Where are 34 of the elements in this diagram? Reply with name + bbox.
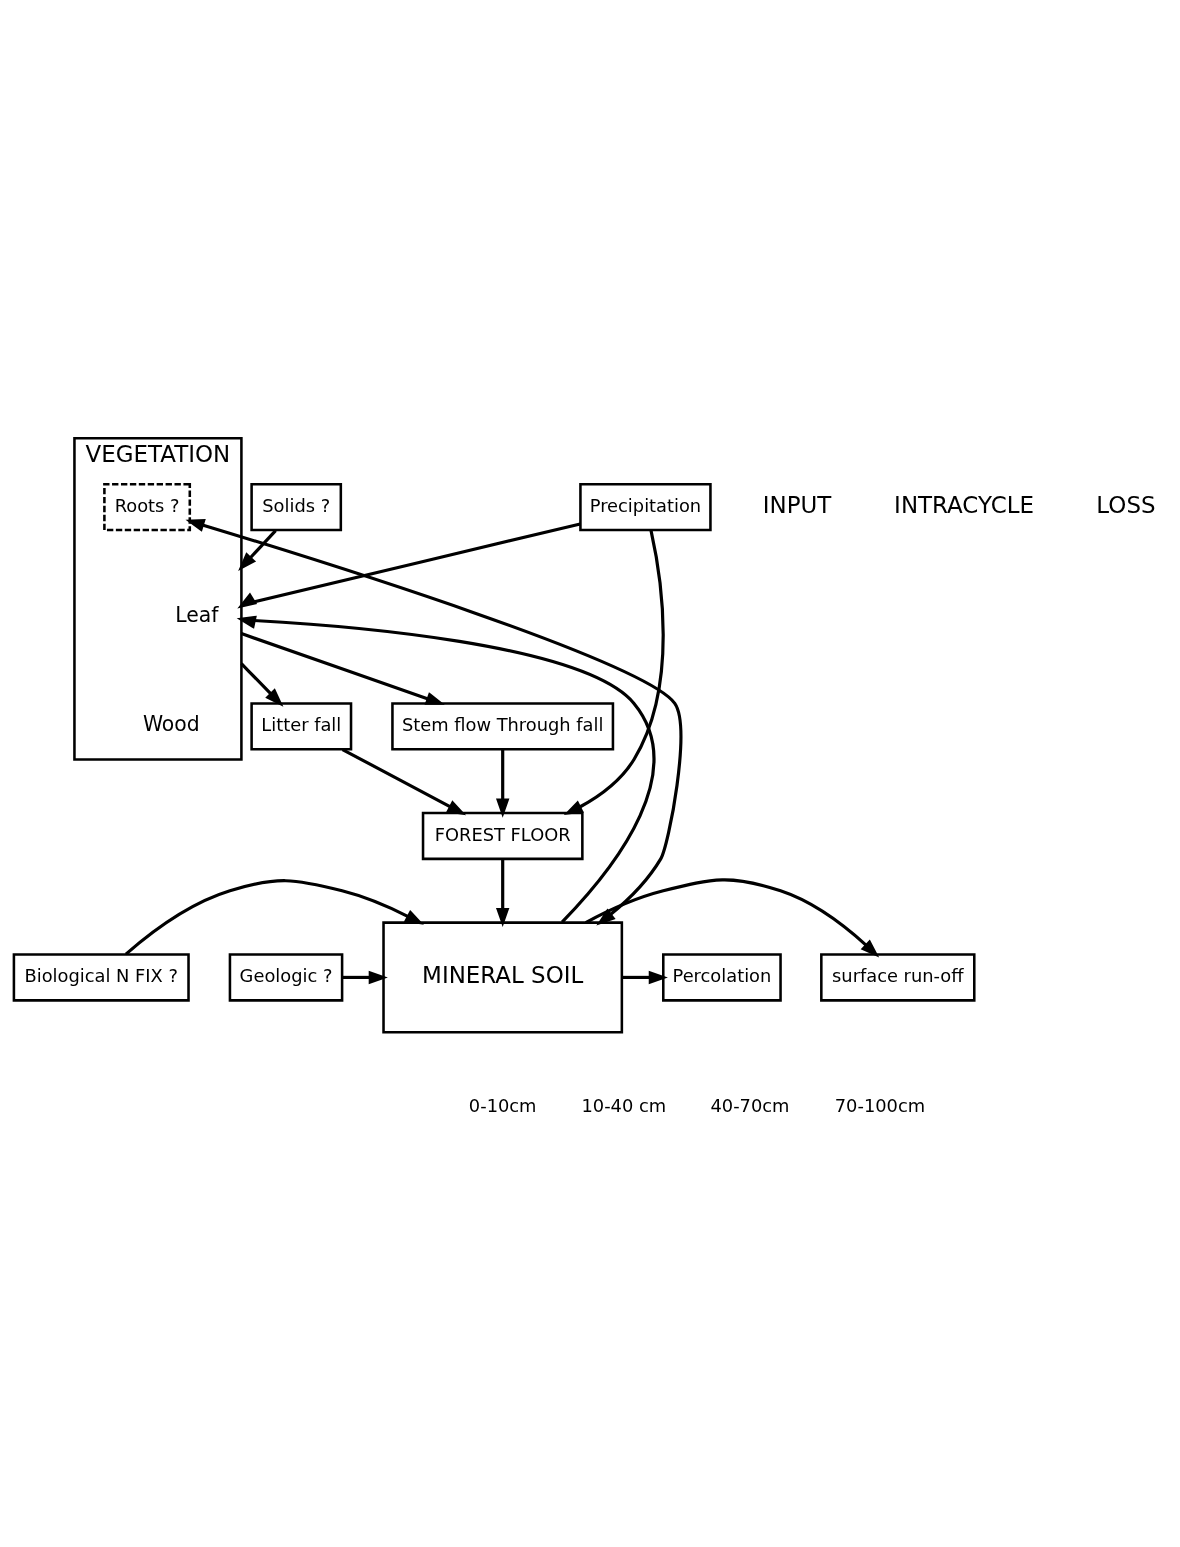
label: Wood — [142, 712, 200, 737]
label: 40-70cm — [710, 1095, 790, 1117]
node-box: MINERAL SOIL — [382, 921, 624, 1034]
node-box: Percolation — [662, 953, 782, 1002]
node-box: FOREST FLOOR — [421, 811, 584, 861]
arrow — [240, 632, 445, 705]
node-box: Geologic ? — [228, 953, 344, 1002]
arrow — [585, 878, 880, 958]
label: LOSS — [1096, 491, 1156, 518]
arrow — [237, 522, 581, 609]
arrow — [240, 662, 284, 707]
label: INTRACYCLE — [894, 491, 1035, 518]
arrow — [185, 518, 683, 926]
arrow — [622, 970, 668, 985]
node-box: Roots ? — [103, 482, 192, 532]
arrow — [238, 529, 277, 571]
arrow — [124, 879, 424, 956]
node-box: surface run-off — [820, 953, 976, 1002]
label: 10-40 cm — [581, 1095, 667, 1117]
arrow — [496, 749, 510, 818]
label: 70-100cm — [834, 1095, 926, 1117]
label: INPUT — [762, 491, 832, 518]
arrow — [236, 615, 656, 924]
arrow — [563, 529, 665, 816]
node-box: Solids ? — [250, 482, 343, 532]
label: Leaf — [175, 602, 219, 627]
node-box: Biological N FIX ? — [12, 953, 190, 1002]
node-box: Precipitation — [579, 482, 712, 532]
arrow — [341, 748, 467, 816]
arrow — [342, 970, 388, 985]
label: 0-10cm — [468, 1095, 537, 1117]
arrow — [496, 858, 510, 928]
node-box: Stem flow Through fall — [391, 702, 615, 751]
node-box: Litter fall — [250, 702, 353, 751]
